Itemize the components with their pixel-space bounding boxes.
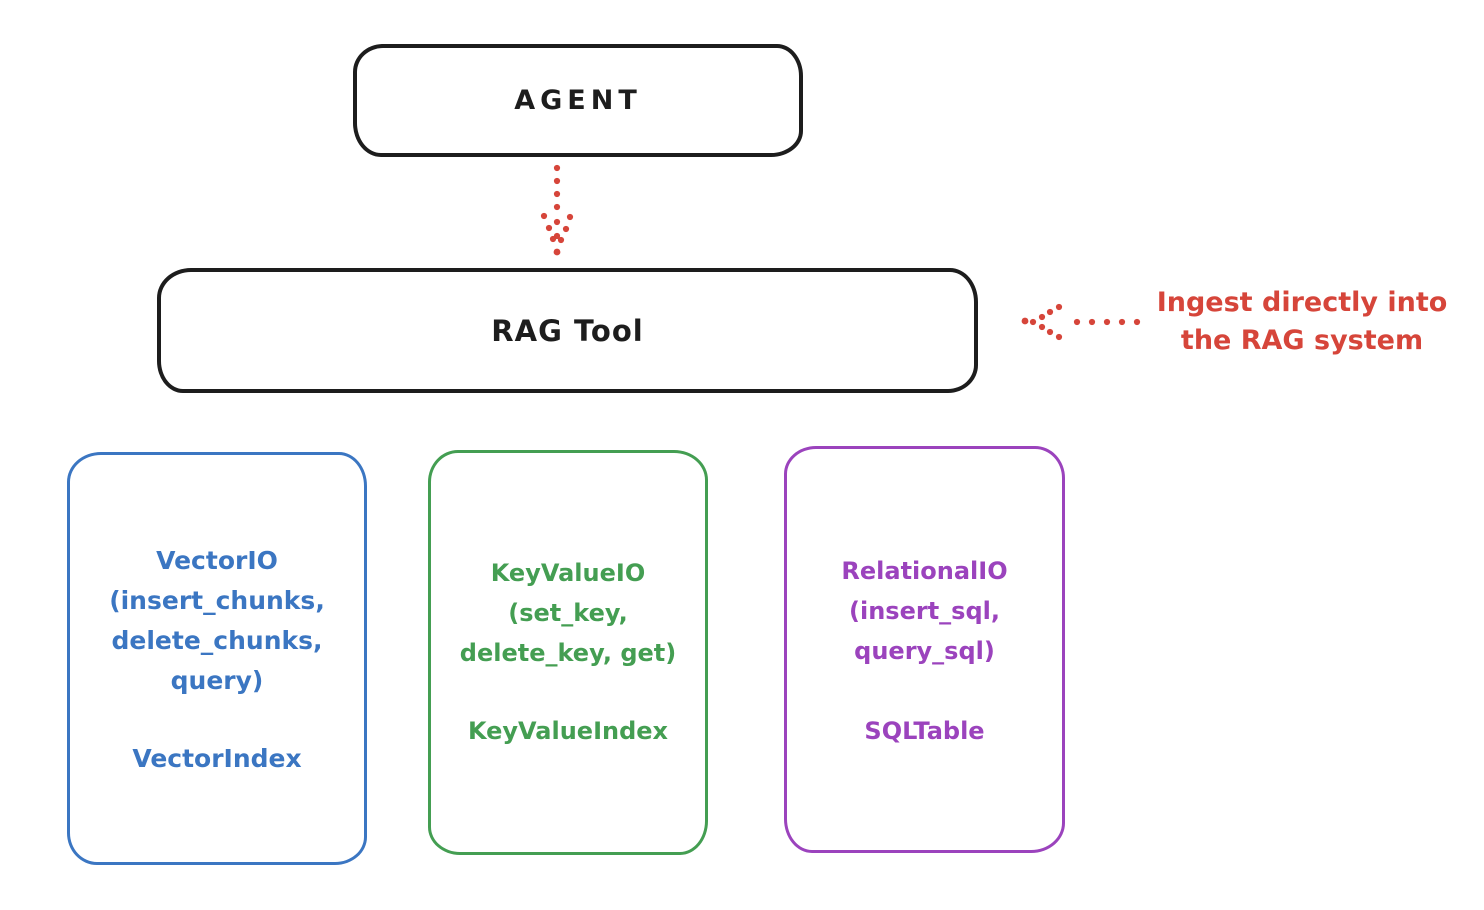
- rag-tool-label: RAG Tool: [491, 313, 644, 348]
- agent-label: AGENT: [514, 85, 642, 116]
- agent-to-rag-arrow-icon: [540, 164, 574, 256]
- relational-io-title: RelationalIO: [841, 557, 1008, 585]
- key-value-io-node: KeyValueIO (set_key, delete_key, get) Ke…: [428, 450, 708, 855]
- agent-node: AGENT: [353, 44, 803, 157]
- relational-io-methods-line1: (insert_sql,: [849, 597, 1000, 625]
- vector-io-methods-line3: query): [170, 666, 264, 695]
- key-value-io-title: KeyValueIO: [490, 559, 646, 587]
- relational-io-node: RelationalIO (insert_sql, query_sql) SQL…: [784, 446, 1065, 853]
- ingest-arrow-icon: [1021, 303, 1141, 341]
- vector-io-title: VectorIO: [156, 546, 278, 575]
- vector-io-methods-line2: delete_chunks,: [111, 626, 323, 655]
- vector-index-label: VectorIndex: [132, 744, 302, 773]
- key-value-index-label: KeyValueIndex: [467, 717, 669, 745]
- relational-io-methods-line2: query_sql): [854, 637, 995, 665]
- sql-table-label: SQLTable: [864, 717, 985, 745]
- rag-tool-node: RAG Tool: [157, 268, 978, 393]
- key-value-io-methods-line1: (set_key,: [508, 599, 628, 627]
- ingest-annotation: Ingest directly into the RAG system: [1132, 284, 1472, 360]
- vector-io-node: VectorIO (insert_chunks, delete_chunks, …: [67, 452, 367, 865]
- ingest-annotation-line1: Ingest directly into: [1156, 287, 1448, 318]
- ingest-annotation-line2: the RAG system: [1180, 325, 1424, 356]
- vector-io-methods-line1: (insert_chunks,: [109, 586, 325, 615]
- key-value-io-methods-line2: delete_key, get): [459, 639, 677, 667]
